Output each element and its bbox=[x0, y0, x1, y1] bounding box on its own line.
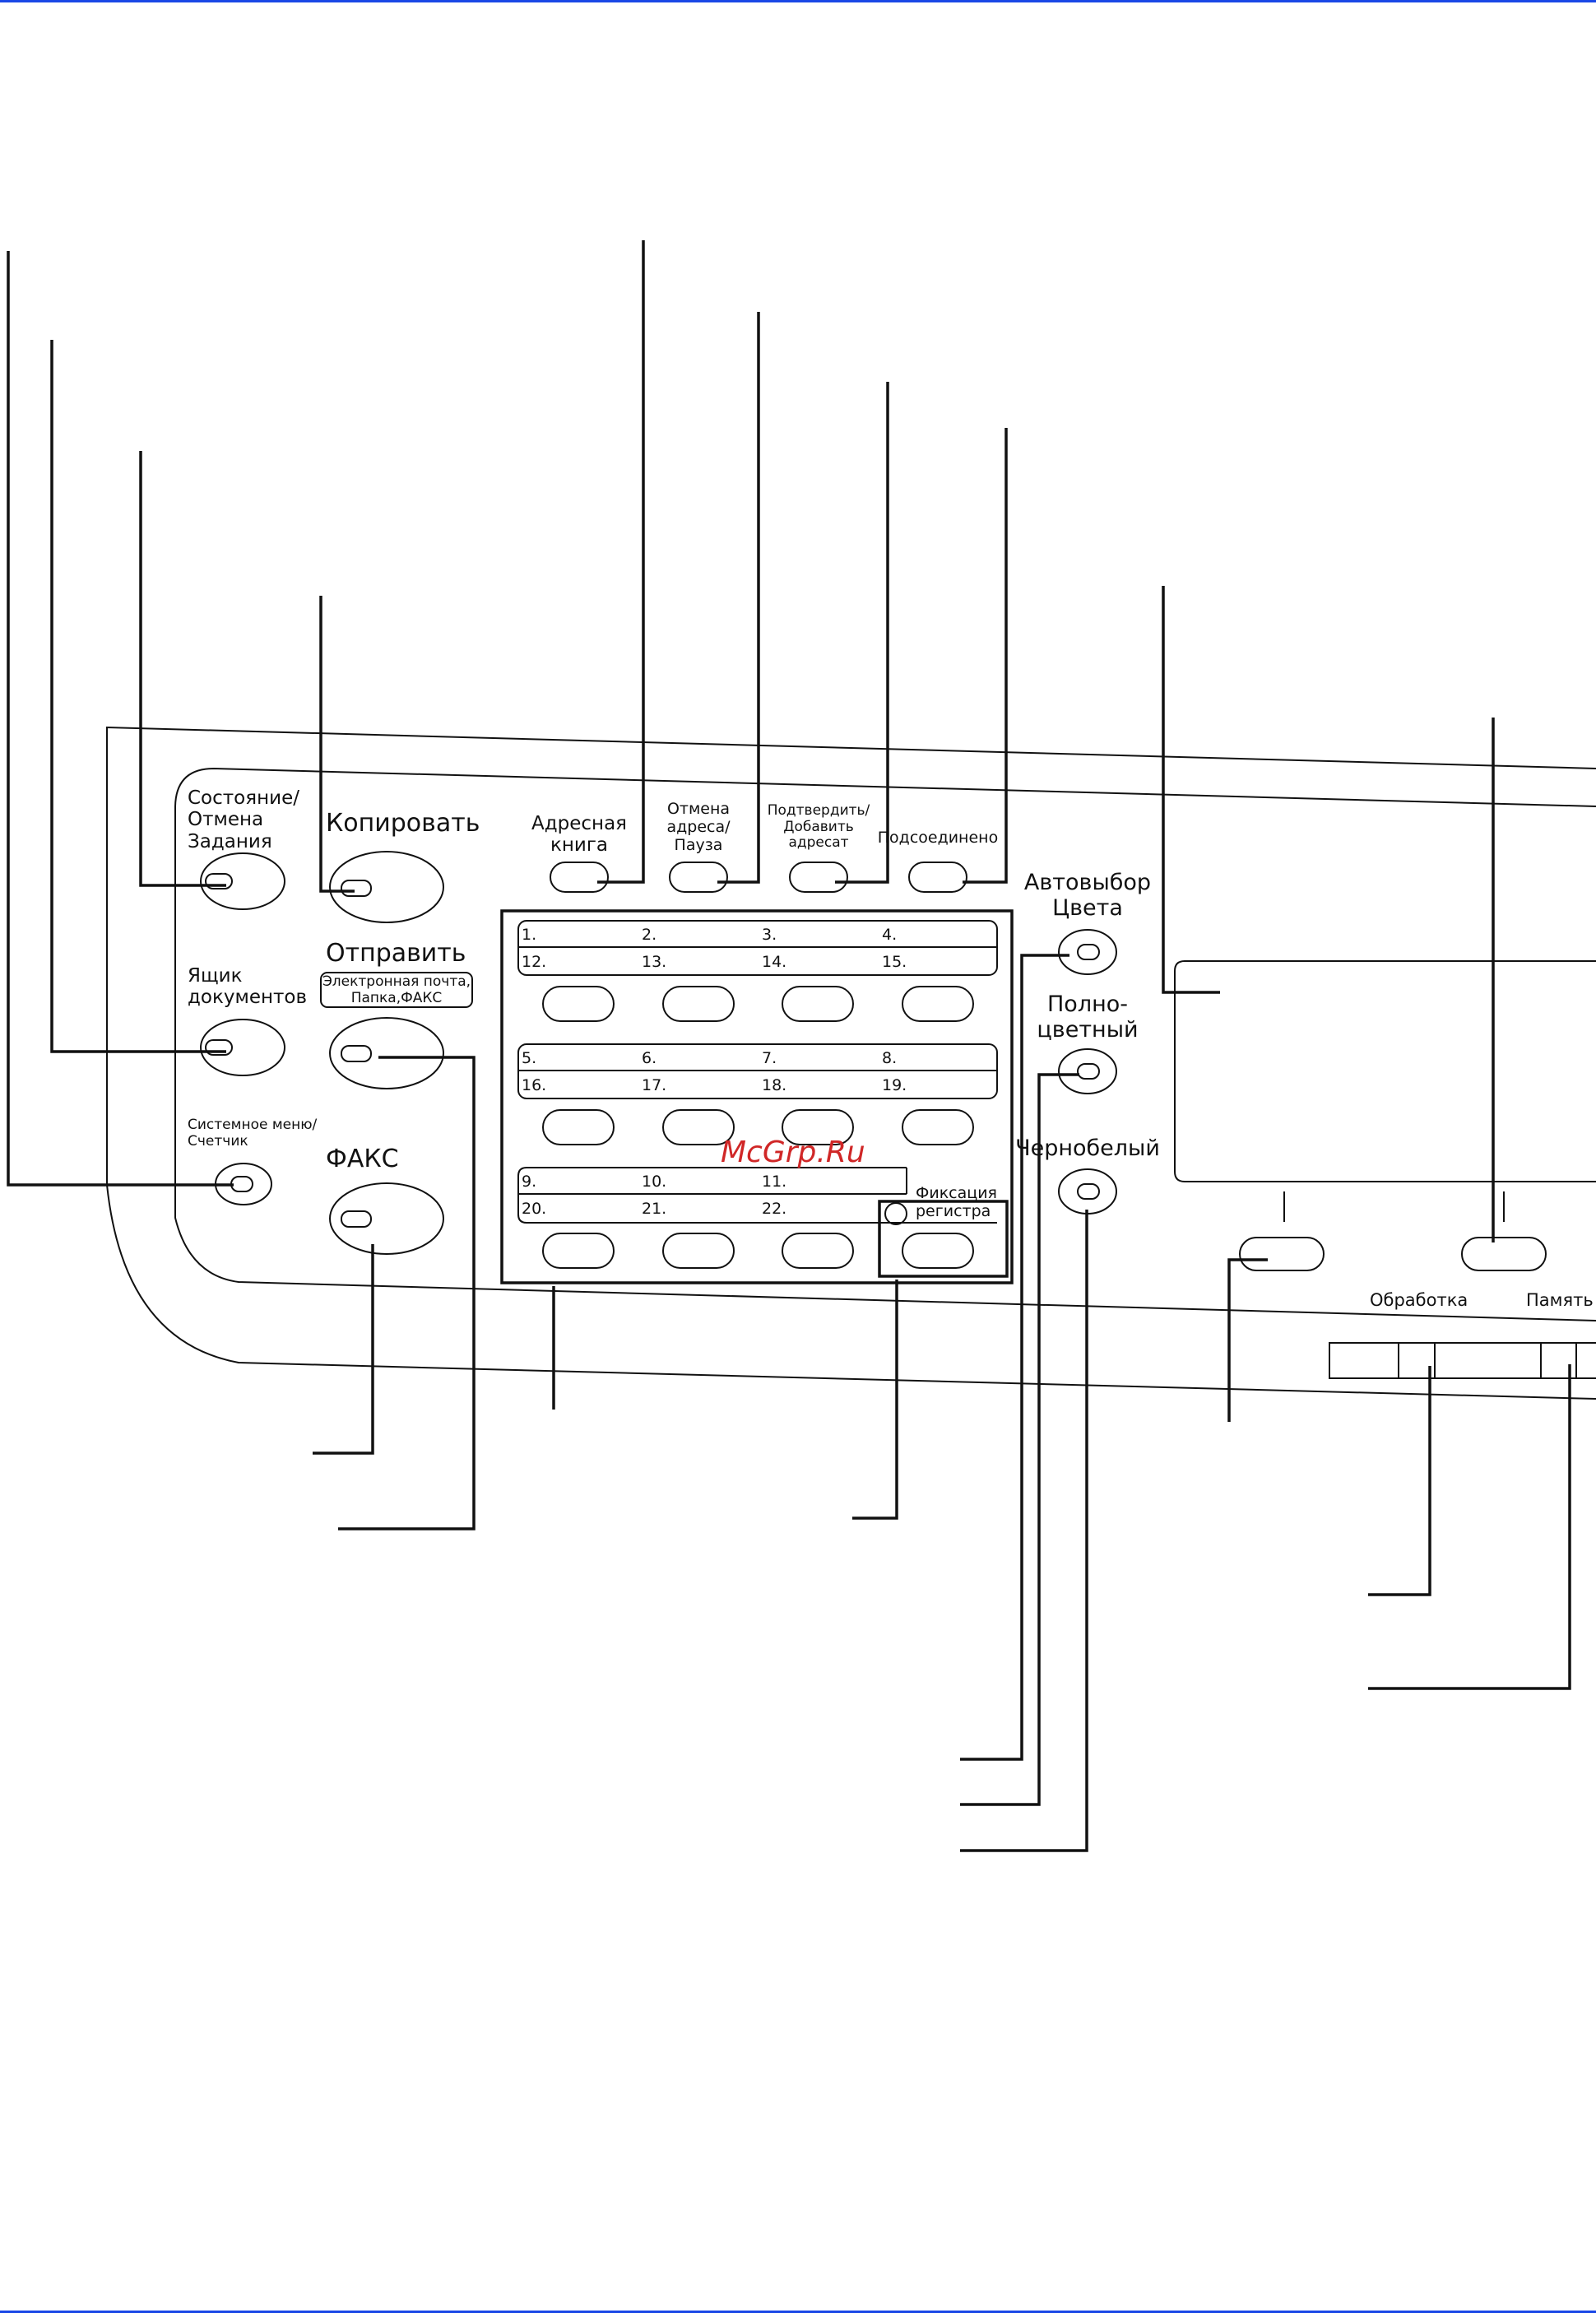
document-box-label: Ящик документов bbox=[188, 965, 308, 1009]
leader-auto-color bbox=[960, 954, 1069, 1761]
confirm-add-label: Подтвердить/ Добавить адресат bbox=[767, 802, 870, 852]
document-box-key bbox=[200, 1019, 285, 1076]
one-touch-label: 10. bbox=[642, 1173, 667, 1191]
watermark: McGrp.Ru bbox=[721, 1136, 865, 1169]
full-color-label: Полно- цветный bbox=[1037, 992, 1139, 1043]
one-touch-label: 6. bbox=[642, 1049, 657, 1067]
display-screen bbox=[1174, 960, 1596, 1182]
leader-display-left-key bbox=[1227, 1258, 1268, 1422]
address-book-label: Адресная книга bbox=[531, 813, 627, 857]
one-touch-label: 21. bbox=[642, 1200, 667, 1218]
status-cancel-label: Состояние/ Отмена Задания bbox=[188, 787, 299, 852]
system-menu-label: Системное меню/ Счетчик bbox=[188, 1117, 318, 1150]
memory-label: Память bbox=[1526, 1290, 1594, 1310]
leader-display bbox=[1162, 586, 1220, 994]
bottom-rule bbox=[0, 2311, 1596, 2313]
leader-processing bbox=[1368, 1366, 1431, 1596]
full-color-key bbox=[1058, 1048, 1117, 1094]
shift-lock-box bbox=[878, 1200, 1009, 1278]
leader-connected bbox=[963, 428, 1008, 884]
copy-key bbox=[329, 851, 444, 923]
leader-send bbox=[338, 1056, 476, 1530]
one-touch-block bbox=[500, 909, 1014, 1284]
leader-address-book bbox=[597, 240, 645, 884]
one-touch-label: 4. bbox=[882, 926, 898, 944]
leader-black-white bbox=[960, 1210, 1088, 1852]
one-touch-label: 12. bbox=[522, 953, 547, 971]
auto-color-key bbox=[1058, 929, 1117, 975]
leader-status-cancel bbox=[139, 451, 226, 887]
one-touch-label: 20. bbox=[522, 1200, 547, 1218]
leader-shift-lock bbox=[852, 1280, 898, 1520]
panel-inner-outline bbox=[174, 767, 1596, 1321]
shift-lock-led bbox=[884, 1202, 907, 1225]
one-touch-label: 3. bbox=[762, 926, 777, 944]
leader-full-color bbox=[960, 1073, 1079, 1806]
copy-label: Копировать bbox=[326, 809, 480, 838]
shift-lock-label: Фиксация регистра bbox=[916, 1184, 997, 1220]
address-book-key bbox=[550, 862, 609, 893]
fax-key bbox=[329, 1182, 444, 1255]
black-white-label: Чернобелый bbox=[1015, 1136, 1160, 1161]
leader-copy bbox=[319, 596, 355, 893]
leader-memory bbox=[1368, 1364, 1571, 1690]
one-touch-label: 15. bbox=[882, 953, 907, 971]
one-touch-label: 17. bbox=[642, 1076, 667, 1094]
display-right-key bbox=[1461, 1237, 1547, 1271]
one-touch-label: 13. bbox=[642, 953, 667, 971]
one-touch-label: 22. bbox=[762, 1200, 787, 1218]
cancel-address-key bbox=[669, 862, 728, 893]
leader-document-box bbox=[50, 340, 226, 1053]
indicator-strip bbox=[1329, 1342, 1596, 1379]
one-touch-label: 7. bbox=[762, 1049, 777, 1067]
cancel-address-label: Отмена адреса/ Пауза bbox=[666, 800, 731, 854]
one-touch-label: 19. bbox=[882, 1076, 907, 1094]
send-sub-box bbox=[320, 972, 473, 1008]
one-touch-label: 14. bbox=[762, 953, 787, 971]
leader-cancel-address bbox=[717, 312, 760, 884]
processing-label: Обработка bbox=[1370, 1290, 1468, 1310]
one-touch-label: 2. bbox=[642, 926, 657, 944]
fax-label: ФАКС bbox=[326, 1145, 399, 1173]
auto-color-label: Автовыбор Цвета bbox=[1023, 870, 1152, 922]
leader-confirm-add bbox=[835, 382, 889, 884]
display-left-key bbox=[1239, 1237, 1325, 1271]
send-key bbox=[329, 1017, 444, 1089]
leader-fax bbox=[313, 1244, 374, 1455]
connected-label: Подсоединено bbox=[877, 829, 999, 847]
panel-outer-outline bbox=[106, 726, 1596, 1400]
confirm-add-key bbox=[789, 862, 848, 893]
status-cancel-key bbox=[200, 852, 285, 910]
one-touch-label: 9. bbox=[522, 1173, 537, 1191]
top-rule bbox=[0, 0, 1596, 2]
one-touch-label: 16. bbox=[522, 1076, 547, 1094]
send-sub-label: Электронная почта, Папка,ФАКС bbox=[322, 973, 471, 1006]
connected-key bbox=[908, 862, 967, 893]
black-white-key bbox=[1058, 1168, 1117, 1215]
one-touch-label: 18. bbox=[762, 1076, 787, 1094]
one-touch-label: 5. bbox=[522, 1049, 537, 1067]
one-touch-label: 8. bbox=[882, 1049, 898, 1067]
one-touch-label: 11. bbox=[762, 1173, 787, 1191]
send-label: Отправить bbox=[326, 939, 466, 968]
leader-system-menu bbox=[7, 251, 234, 1187]
one-touch-label: 1. bbox=[522, 926, 537, 944]
